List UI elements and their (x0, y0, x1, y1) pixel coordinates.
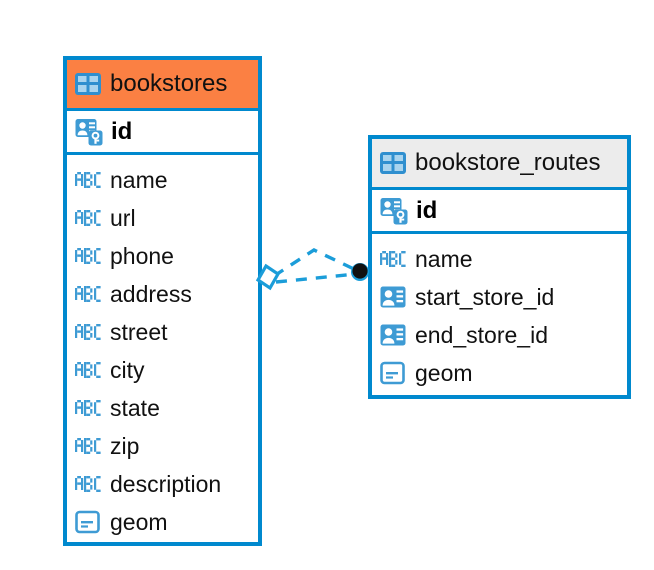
field-row-routes-id[interactable]: id (372, 187, 627, 234)
primary-key-icon (75, 118, 103, 145)
field-row-start-store-id[interactable]: start_store_id (372, 278, 627, 316)
field-label-routes-name: name (415, 245, 473, 272)
id-card-icon (380, 324, 406, 346)
table-grid-icon (75, 73, 101, 95)
geometry-icon (75, 510, 100, 534)
field-row-address[interactable]: address (67, 275, 258, 313)
geometry-icon (380, 361, 405, 385)
abc-text-icon (380, 251, 406, 267)
abc-text-icon (75, 210, 101, 226)
relationship-line-lower (275, 272, 357, 284)
field-label-city: city (110, 356, 145, 383)
abc-text-icon (75, 400, 101, 416)
entity-bookstores[interactable]: bookstores id (63, 56, 262, 546)
entity-header-bookstores[interactable]: bookstores (67, 60, 258, 108)
abc-text-icon (75, 362, 101, 378)
field-row-url[interactable]: url (67, 199, 258, 237)
field-row-routes-name[interactable]: name (372, 240, 627, 278)
abc-text-icon (75, 324, 101, 340)
relationship-line-upper (273, 248, 357, 278)
field-label-zip: zip (110, 432, 140, 459)
entity-title-bookstores: bookstores (110, 70, 228, 97)
field-row-phone[interactable]: phone (67, 237, 258, 275)
field-label-routes-id: id (416, 196, 438, 224)
abc-text-icon (75, 438, 101, 454)
field-label-name: name (110, 166, 168, 193)
abc-text-icon (75, 172, 101, 188)
field-label-description: description (110, 470, 222, 497)
field-row-zip[interactable]: zip (67, 427, 258, 465)
field-row-street[interactable]: street (67, 313, 258, 351)
id-card-icon (380, 286, 406, 308)
field-label-geom: geom (110, 508, 168, 535)
field-label-address: address (110, 280, 192, 307)
field-row-description[interactable]: description (67, 465, 258, 503)
table-grid-icon (380, 152, 406, 174)
entity-title-bookstore-routes: bookstore_routes (415, 149, 601, 176)
field-label-phone: phone (110, 242, 174, 269)
field-label-start-store-id: start_store_id (415, 283, 555, 310)
field-list-bookstore-routes: name start_store_id (372, 234, 627, 392)
abc-text-icon (75, 248, 101, 264)
field-row-end-store-id[interactable]: end_store_id (372, 316, 627, 354)
field-label-state: state (110, 394, 160, 421)
field-row-bookstores-id[interactable]: id (67, 108, 258, 155)
abc-text-icon (75, 286, 101, 302)
field-label-street: street (110, 318, 168, 345)
field-row-routes-geom[interactable]: geom (372, 354, 627, 392)
field-label-end-store-id: end_store_id (415, 321, 548, 348)
field-row-name[interactable]: name (67, 161, 258, 199)
entity-header-bookstore-routes[interactable]: bookstore_routes (372, 139, 627, 187)
field-label-routes-geom: geom (415, 359, 473, 386)
abc-text-icon (75, 476, 101, 492)
field-label-bookstores-id: id (111, 117, 133, 145)
filled-circle-marker (351, 263, 369, 281)
field-list-bookstores: name url (67, 155, 258, 541)
field-row-city[interactable]: city (67, 351, 258, 389)
field-row-geom[interactable]: geom (67, 503, 258, 541)
entity-bookstore-routes[interactable]: bookstore_routes id (368, 135, 631, 399)
primary-key-icon (380, 197, 408, 224)
field-label-url: url (110, 204, 136, 231)
field-row-state[interactable]: state (67, 389, 258, 427)
